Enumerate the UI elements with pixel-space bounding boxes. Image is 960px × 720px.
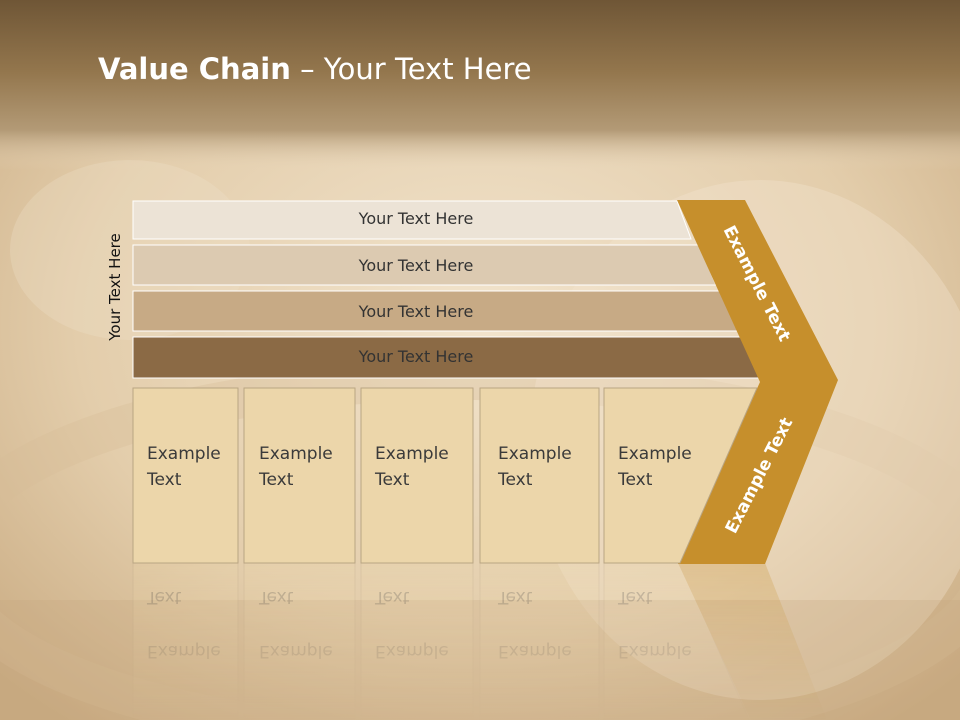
activity-box-5: Example Text — [603, 387, 758, 564]
activity-box-1: Example Text — [132, 387, 239, 564]
svg-text:Example: Example — [147, 641, 221, 661]
box-3-line1: Example — [375, 444, 449, 464]
box-3-line2: Text — [374, 470, 410, 490]
chevron-arrow — [677, 200, 838, 564]
box-4-line2: Text — [497, 470, 533, 490]
svg-text:Text: Text — [497, 587, 533, 607]
box-4-shape — [479, 387, 600, 564]
title-rest: – Your Text Here — [290, 52, 532, 86]
bar-row-4: Your Text Here — [132, 336, 764, 379]
svg-text:Example: Example — [375, 641, 449, 661]
bar-4-label: Your Text Here — [358, 347, 474, 366]
box-5-line1: Example — [618, 444, 692, 464]
bar-3-label: Your Text Here — [358, 302, 474, 321]
bar-row-3: Your Text Here — [132, 290, 740, 332]
box-2-line2: Text — [258, 470, 294, 490]
box-3-shape — [360, 387, 474, 564]
box-5-shape — [603, 387, 758, 564]
svg-text:Text: Text — [617, 587, 653, 607]
bar-1-shape — [132, 200, 692, 240]
bar-1-label: Your Text Here — [358, 209, 474, 228]
bar-row-2: Your Text Here — [132, 244, 717, 286]
box-2-line1: Example — [259, 444, 333, 464]
svg-text:Text: Text — [374, 587, 410, 607]
bar-2-label: Your Text Here — [358, 256, 474, 275]
title-bold: Value Chain — [98, 52, 291, 86]
box-4-line1: Example — [498, 444, 572, 464]
activity-box-3: Example Text — [360, 387, 474, 564]
svg-text:Text: Text — [146, 587, 182, 607]
slide-title: Value Chain – Your Text Here — [98, 52, 532, 86]
bar-row-1: Your Text Here — [132, 200, 692, 240]
box-1-line1: Example — [147, 444, 221, 464]
svg-text:Example: Example — [618, 641, 692, 661]
svg-text:Example: Example — [498, 641, 572, 661]
box-5-line2: Text — [617, 470, 653, 490]
activity-box-2: Example Text — [243, 387, 356, 564]
svg-text:Example: Example — [259, 641, 333, 661]
box-1-shape — [132, 387, 239, 564]
svg-text:Text: Text — [258, 587, 294, 607]
activity-box-4: Example Text — [479, 387, 600, 564]
box-1-line2: Text — [146, 470, 182, 490]
reflection: Example Example Example Example Example … — [132, 562, 827, 720]
box-2-shape — [243, 387, 356, 564]
